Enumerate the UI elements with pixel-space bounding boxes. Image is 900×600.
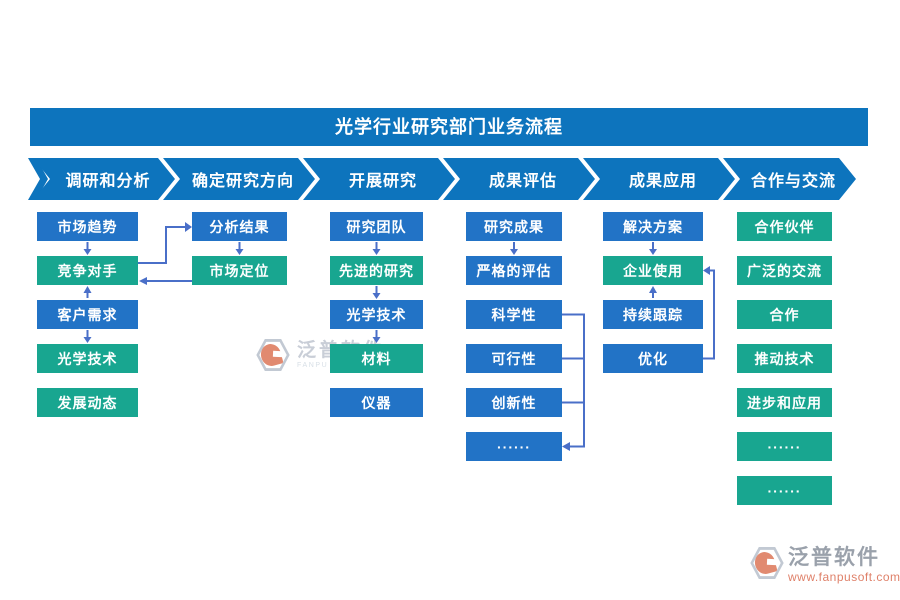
flow-box-c1-r1: 市场趋势 [37,212,138,241]
flow-box-c3-r5: 仪器 [330,388,423,417]
phase-arrow-1: 调研和分析 [33,158,175,200]
flow-box-c1-r4: 光学技术 [37,344,138,373]
flow-box-c6-r7: ······ [737,476,832,505]
flow-box-c3-r2: 先进的研究 [330,256,423,285]
page-title: 光学行业研究部门业务流程 [30,108,868,146]
watermark-text: 泛普软件 [788,546,880,569]
flow-box-c4-r4: 可行性 [466,344,562,373]
flow-box-c3-r1: 研究团队 [330,212,423,241]
fanpu-logo-icon [256,338,290,372]
flow-box-c4-r1: 研究成果 [466,212,562,241]
flow-box-c4-r6: ······ [466,432,562,461]
phase-arrow-6: 合作与交流 [723,158,856,200]
fanpu-logo-icon [750,546,784,580]
flow-box-c4-r3: 科学性 [466,300,562,329]
phase-arrow-5: 成果应用 [583,158,735,200]
flow-box-c6-r5: 进步和应用 [737,388,832,417]
flow-box-c4-r2: 严格的评估 [466,256,562,285]
phase-arrow-2: 确定研究方向 [163,158,315,200]
flow-box-c4-r5: 创新性 [466,388,562,417]
flow-box-c6-r3: 合作 [737,300,832,329]
flow-box-c6-r6: ······ [737,432,832,461]
flow-box-c3-r4: 材料 [330,344,423,373]
flow-box-c6-r1: 合作伙伴 [737,212,832,241]
flow-box-c1-r2: 竞争对手 [37,256,138,285]
flow-box-c5-r3: 持续跟踪 [603,300,703,329]
watermark-corner: 泛普软件 www.fanpusoft.com [750,546,900,584]
flow-box-c5-r4: 优化 [603,344,703,373]
flow-box-c1-r5: 发展动态 [37,388,138,417]
flow-box-c2-r1: 分析结果 [192,212,287,241]
watermark-url: www.fanpusoft.com [788,570,900,584]
flow-box-c2-r2: 市场定位 [192,256,287,285]
flow-box-c5-r2: 企业使用 [603,256,703,285]
flow-box-c6-r4: 推动技术 [737,344,832,373]
phase-arrow-4: 成果评估 [443,158,595,200]
phase-arrow-3: 开展研究 [303,158,455,200]
flow-box-c1-r3: 客户需求 [37,300,138,329]
flow-box-c6-r2: 广泛的交流 [737,256,832,285]
flow-box-c5-r1: 解决方案 [603,212,703,241]
flow-box-c3-r3: 光学技术 [330,300,423,329]
